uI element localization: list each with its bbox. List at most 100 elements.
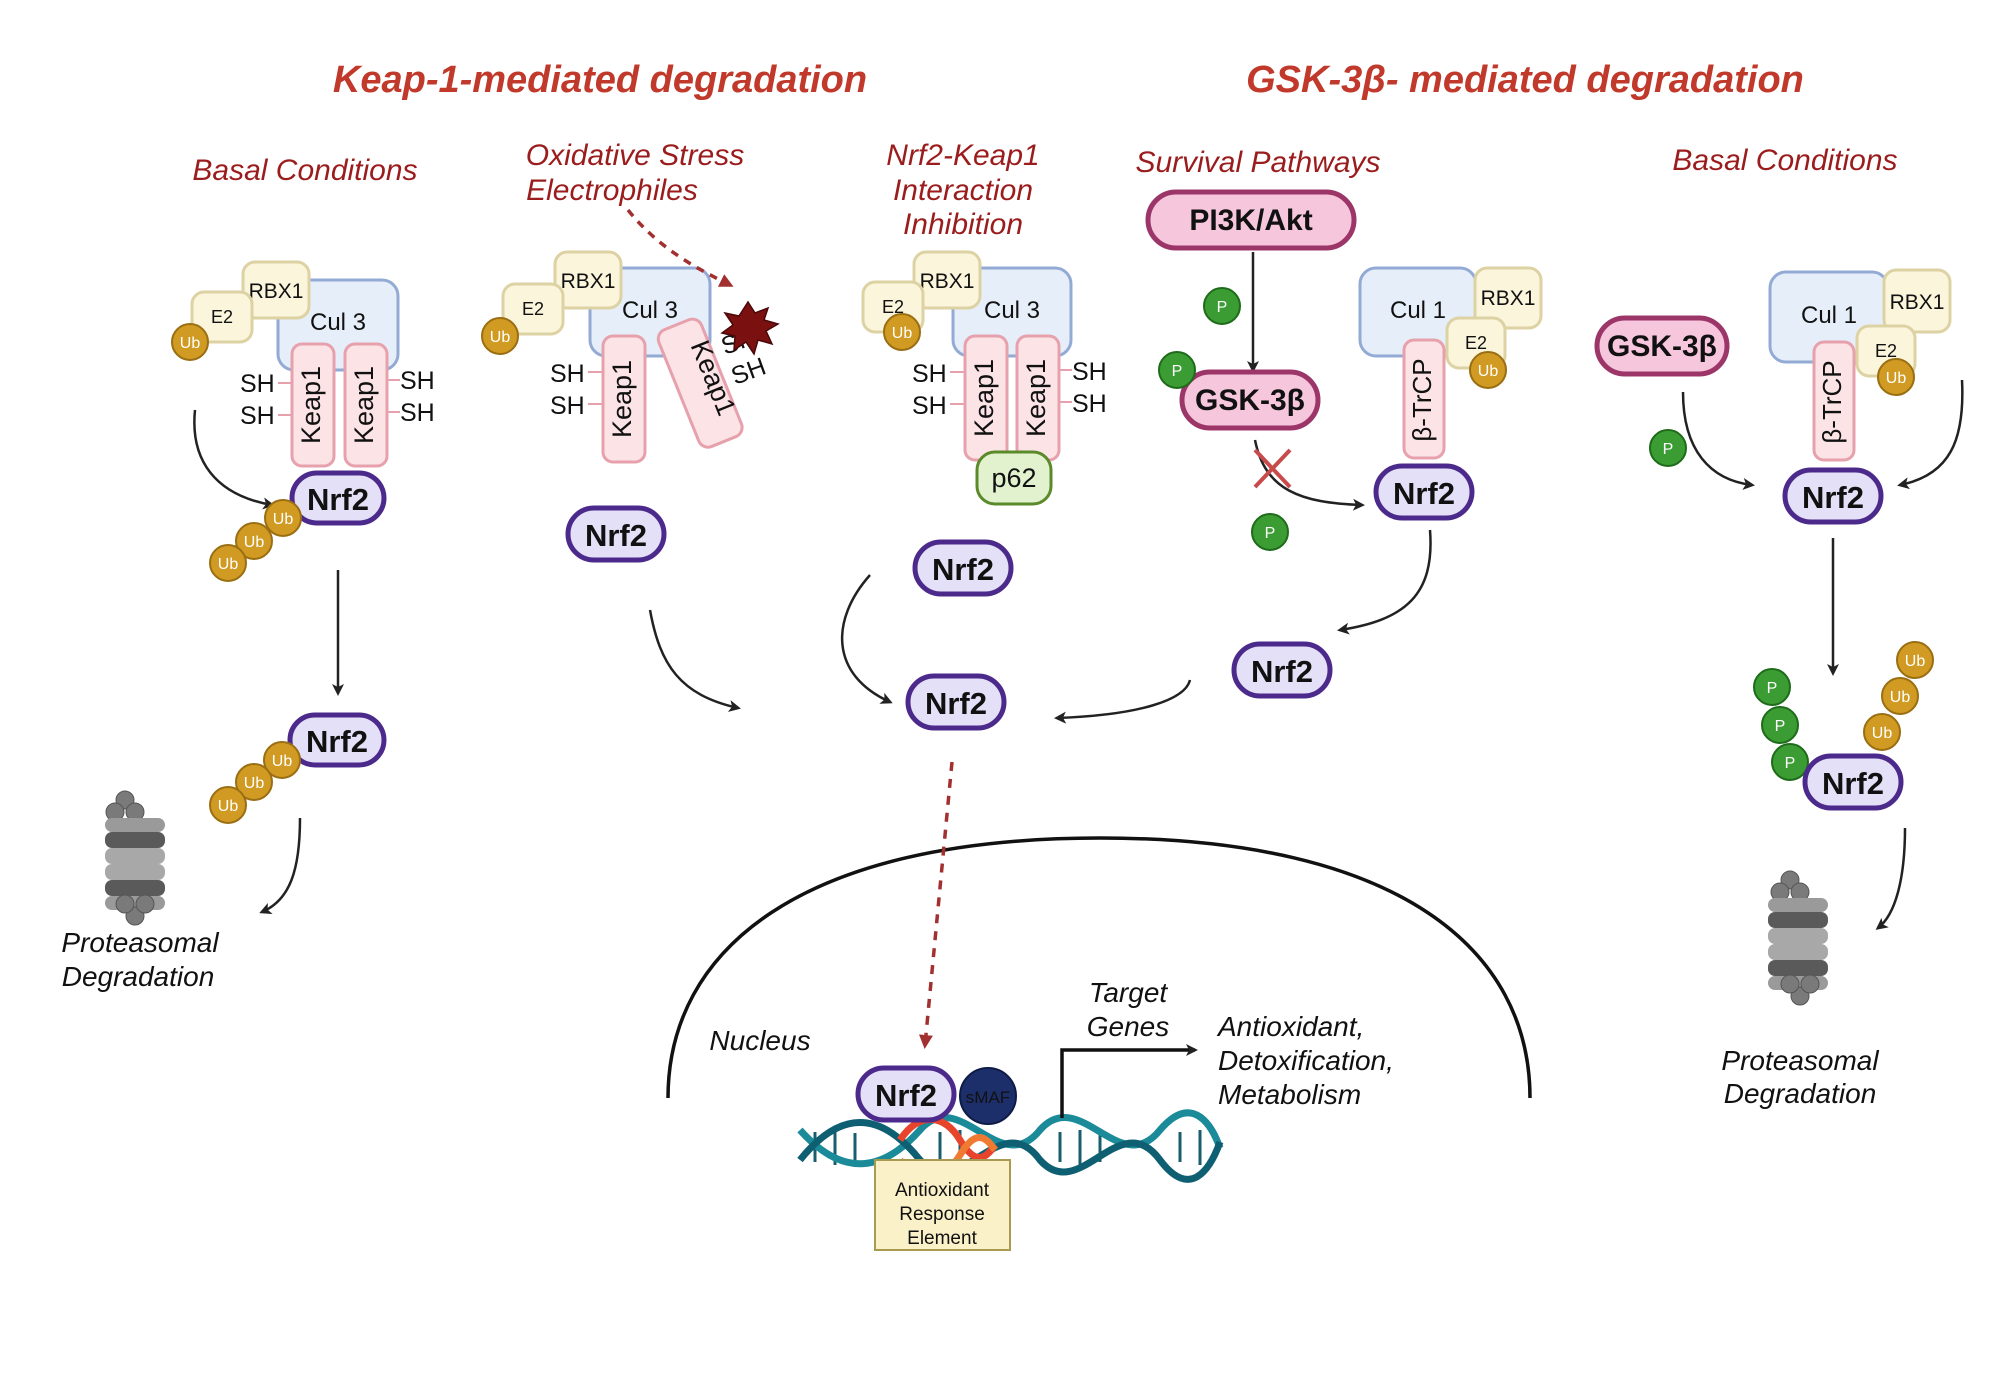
arrow [1337, 529, 1432, 635]
condition-basal-right: Basal Conditions [1672, 144, 1897, 177]
translocation-arrow [918, 761, 954, 1049]
svg-text:sMAF: sMAF [966, 1088, 1010, 1107]
gsk3b-node: GSK-3β [1594, 315, 1730, 377]
cul3-label: Cul 3 [984, 297, 1040, 324]
svg-text:P: P [1785, 755, 1796, 772]
complex-basal-left: Cul 3 RBX1 E2 Ub Keap1 Keap1 SH SH SH SH [171, 260, 435, 468]
svg-text:Nrf2: Nrf2 [307, 482, 369, 517]
arrow [1681, 391, 1755, 490]
ubiquitin-chain: Ub Ub Ub [209, 499, 302, 582]
cul3-label: Cul 3 [622, 297, 678, 324]
transcription-arrow [1060, 1044, 1198, 1118]
are-box [874, 1159, 1011, 1251]
proteasome-icon [105, 790, 165, 926]
arrow [1897, 379, 1964, 490]
genes-label: Genes [1087, 1011, 1170, 1042]
svg-text:Ub: Ub [1872, 725, 1893, 742]
smaf-node: sMAF [959, 1067, 1017, 1125]
svg-text:Ub: Ub [1886, 370, 1907, 387]
btrcp-label: β-TrCP [1407, 358, 1437, 441]
complex-inhibition: Cul 3 RBX1 E2 Ub Keap1 Keap1 SH SH SH SH… [861, 250, 1107, 506]
stress-arrow [626, 208, 734, 287]
ubiquitin-chain: Ub Ub Ub [1863, 641, 1934, 751]
svg-text:Ub: Ub [1478, 363, 1499, 380]
svg-text:P: P [1265, 525, 1276, 542]
svg-text:GSK-3β: GSK-3β [1607, 330, 1717, 363]
condition-survival: Survival Pathways [1135, 146, 1380, 179]
rbx1-label: RBX1 [920, 270, 975, 293]
rbx1-label: RBX1 [561, 270, 616, 293]
svg-text:Ub: Ub [490, 329, 511, 346]
gene-output-3: Metabolism [1218, 1079, 1361, 1110]
nrf2-node: Nrf2 [565, 505, 667, 563]
sh-label: SH [550, 392, 585, 420]
sh-label: SH [1072, 358, 1107, 386]
e2-label: E2 [882, 297, 904, 317]
nrf2-nuclear: Nrf2 [855, 1065, 957, 1123]
phosphate-icon: P [1649, 429, 1687, 467]
svg-text:Nrf2: Nrf2 [925, 686, 987, 721]
condition-electrophiles: Electrophiles [526, 174, 698, 207]
nucleus-membrane [666, 836, 1532, 1099]
gene-output-2: Detoxification, [1218, 1045, 1394, 1076]
ubiquitin-chain: Ub Ub Ub [209, 741, 301, 824]
svg-text:Nrf2: Nrf2 [1251, 654, 1313, 689]
nrf2-node: Nrf2 [289, 470, 387, 526]
svg-text:Ub: Ub [273, 511, 294, 528]
condition-inhibition-2: Interaction [893, 174, 1033, 207]
cul1-label: Cul 1 [1390, 297, 1446, 324]
condition-basal-left: Basal Conditions [192, 154, 417, 187]
phosphate-icon: P [1203, 287, 1241, 325]
svg-text:Ub: Ub [1890, 689, 1911, 706]
blocked-x-icon [1253, 448, 1292, 489]
nucleus-label: Nucleus [709, 1025, 810, 1056]
gene-output-1: Antioxidant, [1216, 1011, 1364, 1042]
keap1-label: Keap1 [296, 366, 326, 444]
proteasome-icon [1768, 870, 1828, 1006]
phosphate-icon: P [1158, 351, 1196, 389]
e2-label: E2 [1465, 333, 1487, 353]
condition-inhibition-3: Inhibition [903, 208, 1023, 241]
svg-text:Nrf2: Nrf2 [1822, 766, 1884, 801]
keap1-label: Keap1 [969, 359, 999, 437]
keap1-label: Keap1 [349, 366, 379, 444]
svg-text:Ub: Ub [244, 775, 265, 792]
complex-cul1-btrcp: Cul 1 RBX1 E2 Ub β-TrCP [1768, 268, 1952, 462]
dna-helix [797, 1109, 1224, 1183]
gsk3b-node: GSK-3β [1179, 369, 1321, 431]
keap1-label: Keap1 [607, 360, 637, 438]
title-keap1: Keap-1-mediated degradation [333, 59, 867, 101]
cul3-label: Cul 3 [310, 309, 366, 336]
svg-text:Nrf2: Nrf2 [585, 518, 647, 553]
e2-label: E2 [1875, 341, 1897, 361]
phosphate-icon: P [1251, 513, 1289, 551]
e2-label: E2 [522, 299, 544, 319]
ub-label: Ub [180, 335, 201, 352]
rbx1-label: RBX1 [249, 280, 304, 303]
nrf2-central: Nrf2 [905, 673, 1007, 731]
target-label: Target [1089, 977, 1169, 1008]
degradation-label: Degradation [62, 961, 215, 992]
svg-text:P: P [1172, 363, 1183, 380]
proteasomal-label: Proteasomal [1721, 1045, 1879, 1076]
nrf2-node: Nrf2 [1373, 463, 1475, 521]
svg-text:Nrf2: Nrf2 [932, 552, 994, 587]
degradation-label: Degradation [1724, 1078, 1877, 1109]
sh-label: SH [240, 370, 275, 398]
svg-text:P: P [1767, 680, 1778, 697]
rbx1-label: RBX1 [1890, 291, 1945, 314]
sh-label: SH [400, 367, 435, 395]
nrf2-node: Nrf2 [912, 539, 1014, 597]
sh-label: SH [912, 392, 947, 420]
arrow [648, 609, 741, 712]
sh-label: SH [240, 402, 275, 430]
are-label-1: Antioxidant [895, 1180, 990, 1201]
svg-text:P: P [1217, 299, 1228, 316]
arrow [840, 574, 893, 704]
svg-text:Ub: Ub [218, 556, 239, 573]
title-gsk3b: GSK-3β- mediated degradation [1246, 59, 1804, 101]
svg-text:PI3K/Akt: PI3K/Akt [1189, 204, 1312, 237]
svg-text:Ub: Ub [892, 325, 913, 342]
nrf2-node: Nrf2 [1802, 753, 1904, 811]
svg-text:Nrf2: Nrf2 [1802, 480, 1864, 515]
